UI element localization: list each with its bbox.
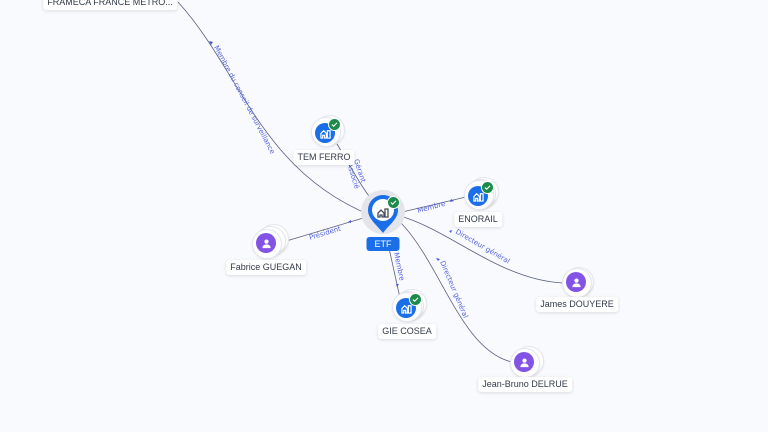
arrow-giecosea xyxy=(396,284,399,287)
edge-james xyxy=(399,215,564,284)
edge-fabrice xyxy=(282,215,371,243)
edge-label-frameca: Membre du conseil de surveillance xyxy=(212,44,276,155)
verified-check-icon xyxy=(481,181,494,194)
center-label[interactable]: ETF xyxy=(366,237,400,251)
arrow-frameca xyxy=(209,41,213,45)
arrow-jeanbruno xyxy=(436,258,440,261)
verified-check-icon xyxy=(328,118,341,131)
edge-giecosea xyxy=(388,247,401,299)
node-label-james[interactable]: James DOUYERE xyxy=(536,297,618,312)
node-label-jeanbruno[interactable]: Jean-Bruno DELRUE xyxy=(478,377,572,392)
verified-check-icon xyxy=(387,196,400,209)
node-label-giecosea[interactable]: GIE COSEA xyxy=(378,324,436,339)
edge-label-giecosea: Membre xyxy=(392,252,406,282)
edge-enorail xyxy=(397,196,467,214)
person-icon xyxy=(514,352,534,372)
arrow-james xyxy=(449,230,452,233)
person-icon xyxy=(256,233,276,253)
person-icon xyxy=(566,272,586,292)
edge-label-james: Directeur général xyxy=(454,228,511,266)
edge-frameca xyxy=(177,1,371,216)
edge-jeanbruno xyxy=(397,219,513,363)
node-label-enorail[interactable]: ENORAIL xyxy=(454,212,502,227)
node-label-temferro[interactable]: TEM FERRO xyxy=(293,150,355,165)
verified-check-icon xyxy=(409,293,422,306)
edge-label-jeanbruno: Directeur général xyxy=(438,260,469,320)
node-label-fabrice[interactable]: Fabrice GUEGAN xyxy=(226,260,306,275)
edge-label-fabrice: Président xyxy=(308,225,342,242)
arrow-enorail xyxy=(450,199,454,202)
edge-label-enorail: Membre xyxy=(416,200,446,215)
company-building-icon xyxy=(377,205,389,223)
arrow-fabrice xyxy=(348,220,351,223)
node-label-frameca[interactable]: FRAMECA FRANCE METRO... xyxy=(43,0,177,10)
